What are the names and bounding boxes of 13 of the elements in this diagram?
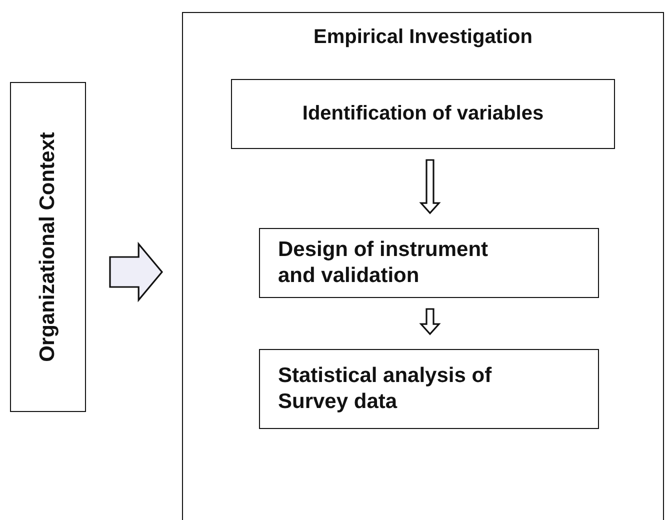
process-box (10, 82, 86, 412)
step-label: Organizational Context (34, 132, 60, 362)
process-box (259, 228, 599, 298)
block-arrow (419, 159, 441, 214)
step-label: Identification of variables (301, 102, 545, 126)
step-label: Statistical analysis of Survey data (278, 362, 493, 415)
step-label: Design of instrument and validation (278, 236, 490, 289)
process-box (231, 79, 615, 149)
process-box (259, 349, 599, 429)
block-arrow (419, 308, 441, 336)
block-arrow (109, 242, 164, 302)
group-box (182, 12, 664, 520)
group-title: Empirical Investigation (312, 25, 534, 50)
